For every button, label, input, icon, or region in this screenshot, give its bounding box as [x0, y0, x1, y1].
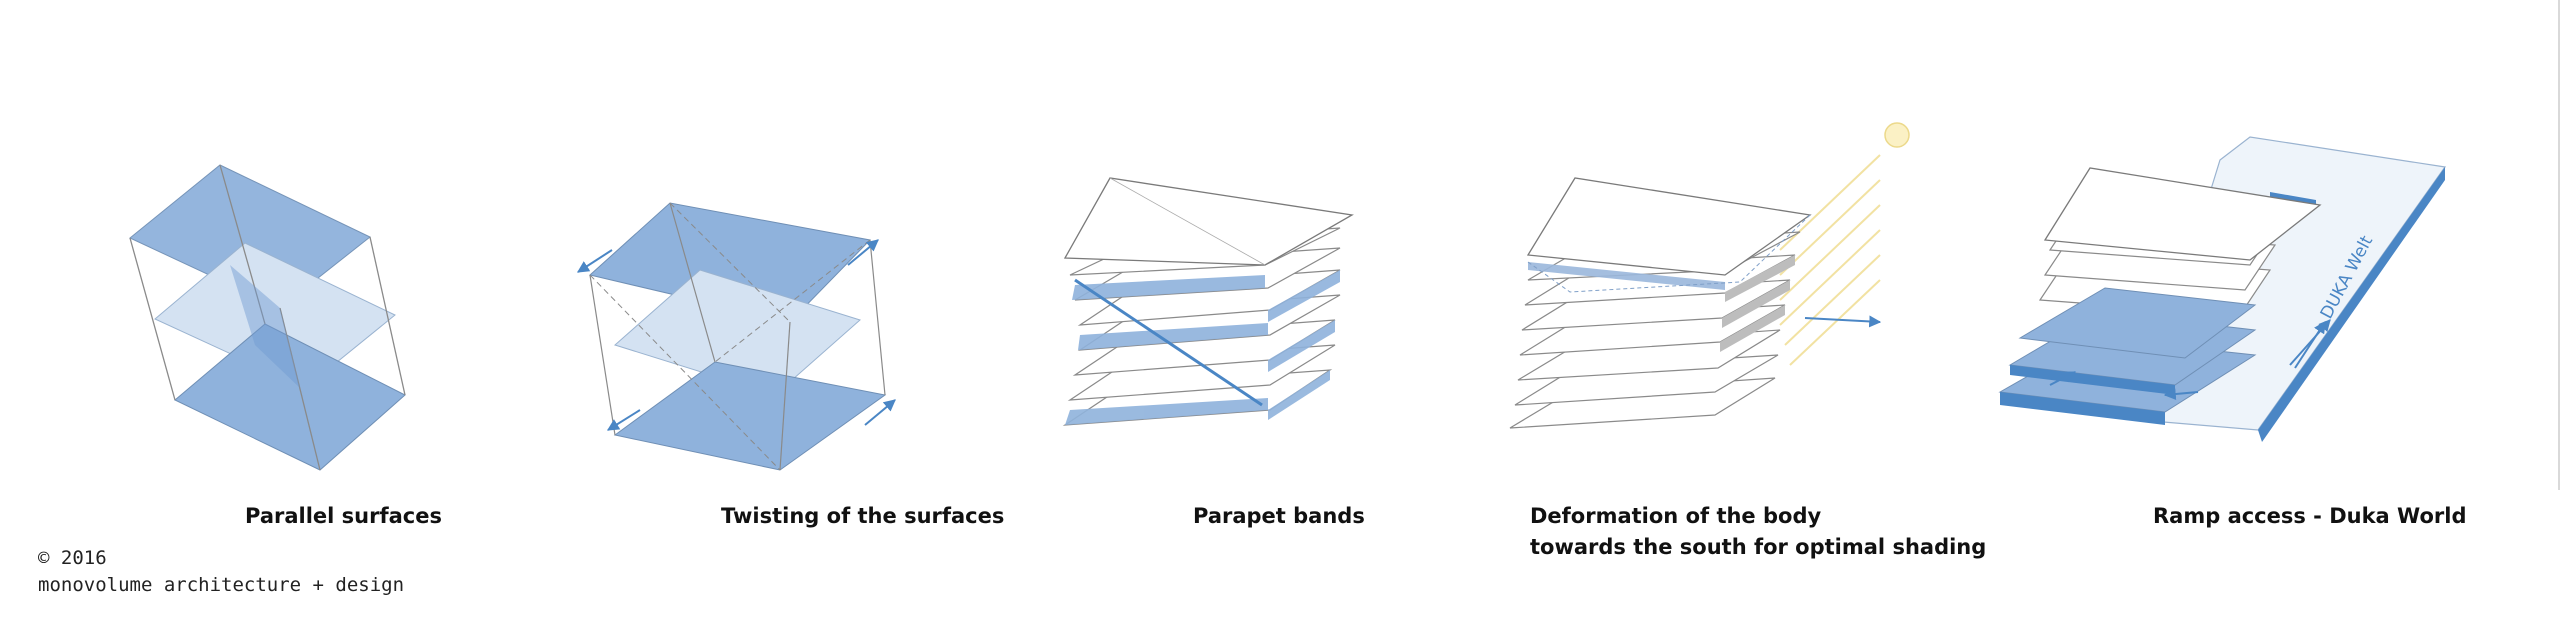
- caption-ramp-access: Ramp access - Duka World: [2153, 501, 2466, 532]
- caption-parallel-surfaces: Parallel surfaces: [245, 501, 442, 532]
- ramp-access-diagram: DUKA Welt: [2000, 137, 2445, 442]
- copyright-year: © 2016: [38, 545, 404, 572]
- studio-name: monovolume architecture + design: [38, 572, 404, 599]
- caption-parapet-bands: Parapet bands: [1193, 501, 1365, 532]
- caption-twisting-surfaces: Twisting of the surfaces: [721, 501, 1004, 532]
- parapet-bands-diagram: [1065, 178, 1352, 425]
- caption-deformation-line1: Deformation of the body: [1530, 501, 1821, 532]
- twisting-surfaces-diagram: [578, 203, 895, 470]
- caption-deformation-line2: towards the south for optimal shading: [1530, 532, 1986, 563]
- deformation-diagram: [1510, 123, 1909, 428]
- copyright-footer: © 2016 monovolume architecture + design: [38, 545, 404, 599]
- parallel-surfaces-diagram: [130, 165, 405, 470]
